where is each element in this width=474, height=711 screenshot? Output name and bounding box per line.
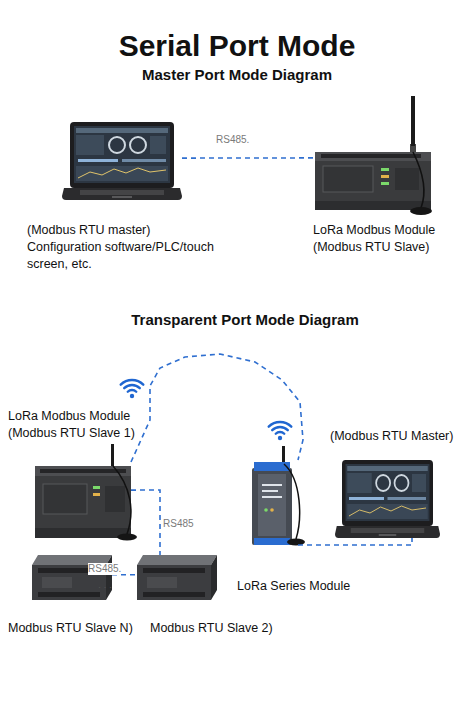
- device-label: Modbus RTU Slave N): [8, 620, 148, 637]
- dashed-link: [131, 354, 303, 462]
- wireless-symbol: [121, 380, 144, 392]
- laptop-illustration: [62, 122, 182, 200]
- dashed-link: [131, 490, 160, 555]
- device-node: LoRa Series Module: [248, 460, 298, 545]
- link-label: RS485: [163, 518, 194, 530]
- module-illustration: [35, 444, 137, 541]
- wireless-symbol: [269, 422, 292, 434]
- device-node: (Modbus RTU Master): [335, 460, 440, 538]
- device-label: (Modbus RTU Master): [330, 428, 470, 445]
- wireless-symbol: [278, 436, 282, 440]
- device-node: Modbus RTU Slave 2): [135, 555, 217, 600]
- wireless-symbol: [130, 394, 134, 398]
- dashed-link: [298, 538, 412, 545]
- section-heading: · · ·: [98, 578, 138, 596]
- device-node: Modbus RTU Slave N): [30, 555, 112, 600]
- device-label: Modbus RTU Slave 2): [150, 620, 290, 637]
- device-label: LoRa Modbus Module (Modbus RTU Slave 1): [8, 408, 148, 442]
- device-label: LoRa Series Module: [237, 578, 387, 595]
- device-label: (Modbus RTU master): [27, 222, 267, 239]
- module-illustration: [315, 96, 432, 215]
- din-module-illustration: [252, 446, 305, 546]
- page-title: Serial Port Mode: [0, 28, 474, 64]
- section-heading: Master Port Mode Diagram: [0, 66, 474, 84]
- slave-illustration: [32, 555, 112, 600]
- slave-illustration: [137, 555, 217, 600]
- device-label: LoRa Modbus Module (Modbus RTU Slave): [313, 222, 463, 256]
- link-label: RS485.: [88, 563, 121, 575]
- link-label: RS485.: [216, 134, 249, 146]
- device-label: Configuration software/PLC/touch screen,…: [27, 239, 242, 273]
- device-node: LoRa Modbus Module (Modbus RTU Slave 1): [35, 462, 131, 540]
- dashed-link: [182, 157, 315, 159]
- section-heading: Transparent Port Mode Diagram: [8, 311, 474, 329]
- laptop-illustration: [335, 460, 440, 538]
- device-node: LoRa Modbus Module (Modbus RTU Slave): [315, 148, 431, 210]
- device-node: (Modbus RTU master)Configuration softwar…: [62, 122, 182, 204]
